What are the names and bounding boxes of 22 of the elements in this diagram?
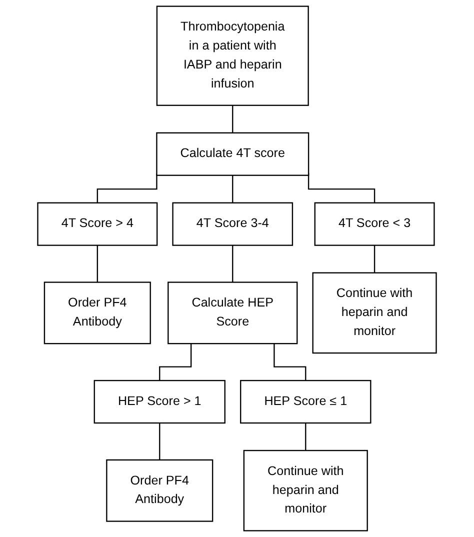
connector — [159, 423, 160, 461]
node-box: Order PF4 Antibody — [106, 459, 214, 522]
node-box: 4T Score > 4 — [37, 202, 158, 246]
node-box: Thrombocytopenia in a patient with IABP and heparin infusion — [156, 6, 309, 106]
connector — [96, 174, 158, 204]
connector — [232, 105, 234, 134]
connector — [232, 175, 234, 204]
node-box: Continue with heparin and monitor — [312, 272, 437, 354]
node-box: 4T Score < 3 — [314, 202, 435, 246]
node-box: Order PF4 Antibody — [44, 282, 151, 344]
node-box: Calculate 4T score — [156, 132, 310, 176]
node-box: Continue with heparin and monitor — [243, 450, 368, 532]
node-box: 4T Score 3-4 — [172, 202, 294, 246]
connector — [96, 245, 98, 283]
node-box: HEP Score > 1 — [94, 380, 226, 424]
connector — [274, 344, 306, 382]
node-box: HEP Score ≤ 1 — [240, 380, 372, 424]
connector — [305, 423, 306, 452]
connector — [159, 344, 192, 382]
connector — [374, 245, 376, 274]
node-box: Calculate HEP Score — [168, 282, 298, 344]
connector — [232, 245, 234, 283]
